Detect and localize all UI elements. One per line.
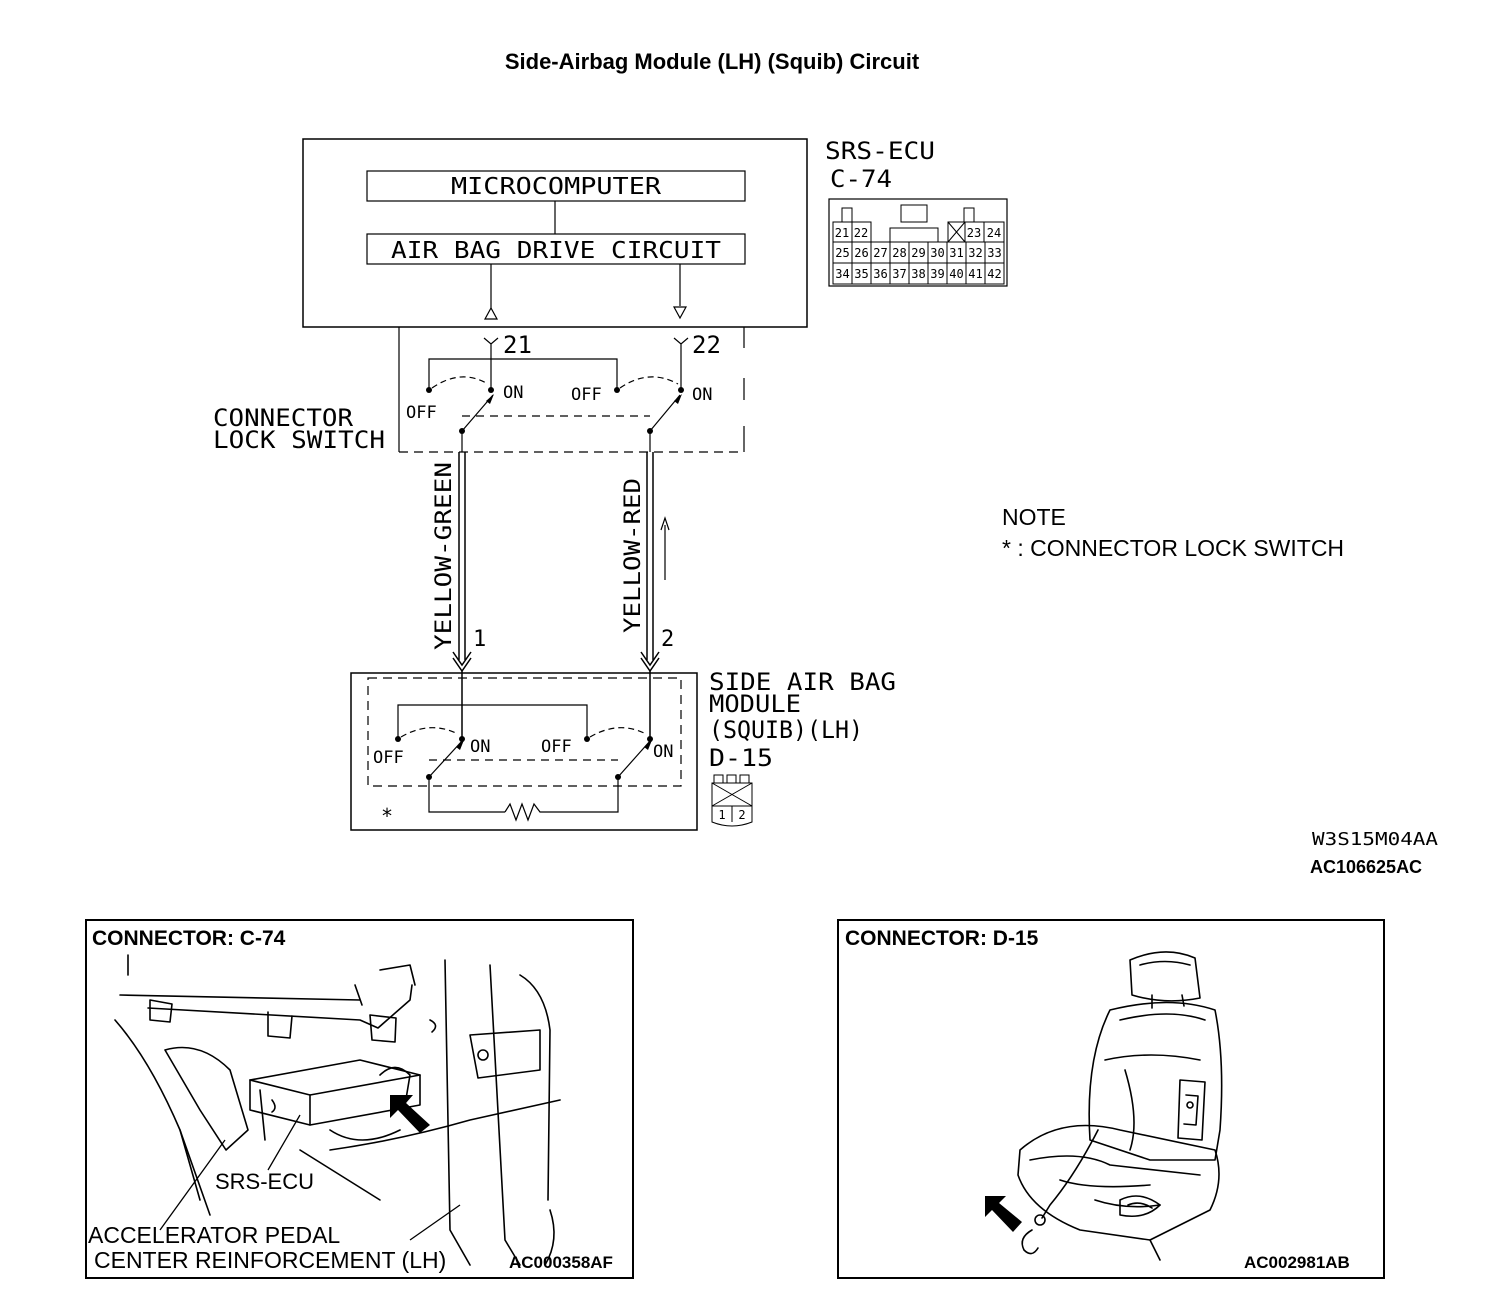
c74-pin-23: 23 xyxy=(967,226,981,240)
wire-pin-1: 1 xyxy=(473,627,486,652)
c74-pin-39: 39 xyxy=(930,267,944,281)
lock-switch-on-right: ON xyxy=(692,385,712,405)
c74-pin-24: 24 xyxy=(987,226,1001,240)
module-on-left: ON xyxy=(470,737,490,757)
c74-connector-face: 21 22 23 24 25 26 27 28 29 30 31 32 33 34 35 36 37 38… xyxy=(828,198,1008,287)
lock-switch-label-line2: LOCK SWITCH xyxy=(213,426,385,454)
harness-wires xyxy=(452,452,670,739)
d15-connector-label: D-15 xyxy=(709,744,773,772)
c74-pin-22: 22 xyxy=(854,226,868,240)
panel-d15-code: AC002981AB xyxy=(1244,1253,1350,1272)
panel-c74-title: CONNECTOR: C-74 xyxy=(92,927,286,950)
c74-pin-32: 32 xyxy=(968,246,982,260)
terminal-22-label: 22 xyxy=(692,331,721,359)
panel-d15 xyxy=(837,919,1385,1279)
c74-pin-40: 40 xyxy=(949,267,963,281)
module-label-line3: (SQUIB)(LH) xyxy=(709,716,863,744)
c74-label-line2: CENTER REINFORCEMENT (LH) xyxy=(94,1247,446,1273)
c74-pointer-arrow xyxy=(390,1095,430,1133)
note-text: * : CONNECTOR LOCK SWITCH xyxy=(1002,535,1344,561)
srs-ecu-name: SRS-ECU xyxy=(825,137,935,165)
lock-switch-label-line1: CONNECTOR xyxy=(213,404,354,432)
figure-code: AC106625AC xyxy=(1310,857,1422,877)
seat-illustration xyxy=(1017,951,1223,1261)
module-off-left: OFF xyxy=(373,748,404,768)
panel-c74-code: AC000358AF xyxy=(509,1253,613,1272)
d15-pin-2: 2 xyxy=(738,808,745,822)
c74-pin-27: 27 xyxy=(873,246,887,260)
d15-pin-1: 1 xyxy=(718,808,725,822)
lock-switch-off-left: OFF xyxy=(406,403,437,423)
c74-pin-29: 29 xyxy=(911,246,925,260)
c74-label-srs-ecu: SRS-ECU xyxy=(215,1169,314,1194)
module-label-line1: SIDE AIR BAG xyxy=(709,668,896,696)
c74-pin-35: 35 xyxy=(854,267,868,281)
drawing-code: W3S15M04AA xyxy=(1312,829,1438,850)
c74-pin-28: 28 xyxy=(892,246,906,260)
wire-pin-2: 2 xyxy=(661,627,674,652)
c74-connector-label: C-74 xyxy=(830,165,892,193)
srs-ecu-box xyxy=(302,138,808,328)
c74-pin-36: 36 xyxy=(873,267,887,281)
c74-pin-25: 25 xyxy=(835,246,849,260)
c74-pin-34: 34 xyxy=(835,267,849,281)
module-off-right: OFF xyxy=(541,737,572,757)
microcomputer-label: MICROCOMPUTER xyxy=(451,174,661,200)
module-on-right: ON xyxy=(653,742,673,762)
note-heading: NOTE xyxy=(1002,504,1066,530)
c74-pin-37: 37 xyxy=(892,267,906,281)
module-asterisk: * xyxy=(381,804,393,828)
wire-color-right: YELLOW-RED xyxy=(621,478,646,633)
terminal-21-label: 21 xyxy=(503,331,532,359)
lock-switch-off-right: OFF xyxy=(571,385,602,405)
c74-label-line1: ACCELERATOR PEDAL xyxy=(88,1222,340,1248)
drive-circuit-block xyxy=(366,233,746,265)
output-triangle-down xyxy=(672,306,688,320)
page-title: Side-Airbag Module (LH) (Squib) Circuit xyxy=(505,49,920,74)
c74-pin-33: 33 xyxy=(987,246,1001,260)
output-triangle-up xyxy=(483,306,499,320)
drive-circuit-label: AIR BAG DRIVE CIRCUIT xyxy=(391,238,721,264)
c74-pin-26: 26 xyxy=(854,246,868,260)
panel-d15-title: CONNECTOR: D-15 xyxy=(845,927,1039,950)
microcomputer-block xyxy=(366,170,746,202)
c74-pin-cell xyxy=(984,262,1005,285)
c74-pin-42: 42 xyxy=(987,267,1001,281)
wire-color-left: YELLOW-GREEN xyxy=(432,462,457,650)
c74-pin-38: 38 xyxy=(911,267,925,281)
c74-pin-31: 31 xyxy=(949,246,963,260)
c74-location-illustration xyxy=(114,954,561,1266)
d15-connector-face xyxy=(711,774,753,827)
panel-c74 xyxy=(85,919,634,1279)
c74-pin-41: 41 xyxy=(968,267,982,281)
side-airbag-module xyxy=(350,672,698,831)
c74-pin-21: 21 xyxy=(835,226,849,240)
module-label-line2: MODULE xyxy=(709,690,801,718)
lock-switch-on-left: ON xyxy=(503,383,523,403)
d15-pointer-arrow xyxy=(985,1196,1022,1232)
connector-lock-switch xyxy=(398,327,745,453)
c74-pin-30: 30 xyxy=(930,246,944,260)
squib-resistor xyxy=(504,777,619,822)
